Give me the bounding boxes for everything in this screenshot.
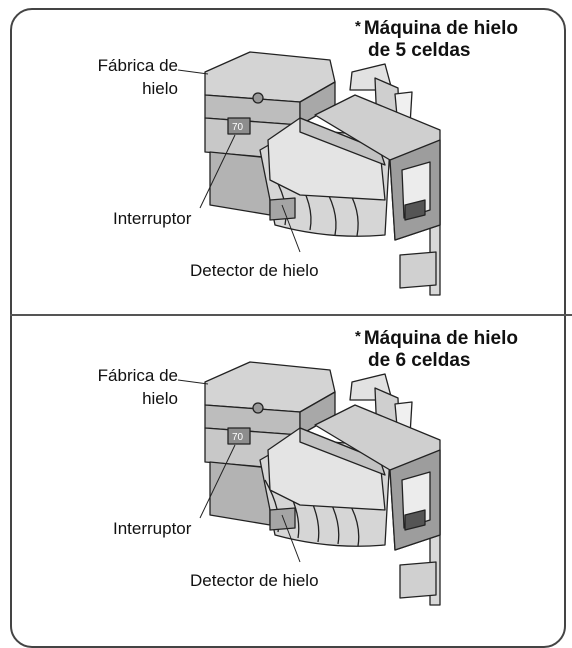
panel-6-cell: 70 *Máquina de hielo de 6 celdas Fábrica… xyxy=(0,310,572,616)
model-title-5-cell: *Máquina de hielo de 5 celdas xyxy=(355,18,518,61)
label-switch: Interruptor xyxy=(113,519,192,538)
label-ice-detector: Detector de hielo xyxy=(190,571,319,590)
asterisk-mark: * xyxy=(355,328,361,345)
asterisk-mark: * xyxy=(355,18,361,35)
svg-text:70: 70 xyxy=(232,432,244,443)
model-title-line2: de 6 celdas xyxy=(368,350,471,371)
model-title-line1: Máquina de hielo xyxy=(363,18,518,39)
model-title-line1: Máquina de hielo xyxy=(363,328,518,349)
svg-text:70: 70 xyxy=(232,122,244,133)
label-ice-factory: Fábrica de hielo xyxy=(60,54,178,100)
label-ice-factory-line1: Fábrica de xyxy=(97,56,178,75)
label-ice-detector: Detector de hielo xyxy=(190,261,319,280)
label-switch: Interruptor xyxy=(113,209,192,228)
panel-5-cell: 70 *Máquina de hielo de 5 celdas Fábrica… xyxy=(0,0,572,306)
model-title-line2: de 5 celdas xyxy=(368,40,471,61)
label-ice-factory-line1: Fábrica de xyxy=(97,366,178,385)
model-title-6-cell: *Máquina de hielo de 6 celdas xyxy=(355,328,518,371)
label-ice-factory-line2: hielo xyxy=(142,79,178,98)
ice-maker-illustration: 70 xyxy=(177,361,441,606)
panel-divider xyxy=(10,314,572,316)
label-ice-factory-line2: hielo xyxy=(142,389,178,408)
ice-maker-illustration: 70 xyxy=(177,51,441,296)
label-ice-factory: Fábrica de hielo xyxy=(60,364,178,410)
